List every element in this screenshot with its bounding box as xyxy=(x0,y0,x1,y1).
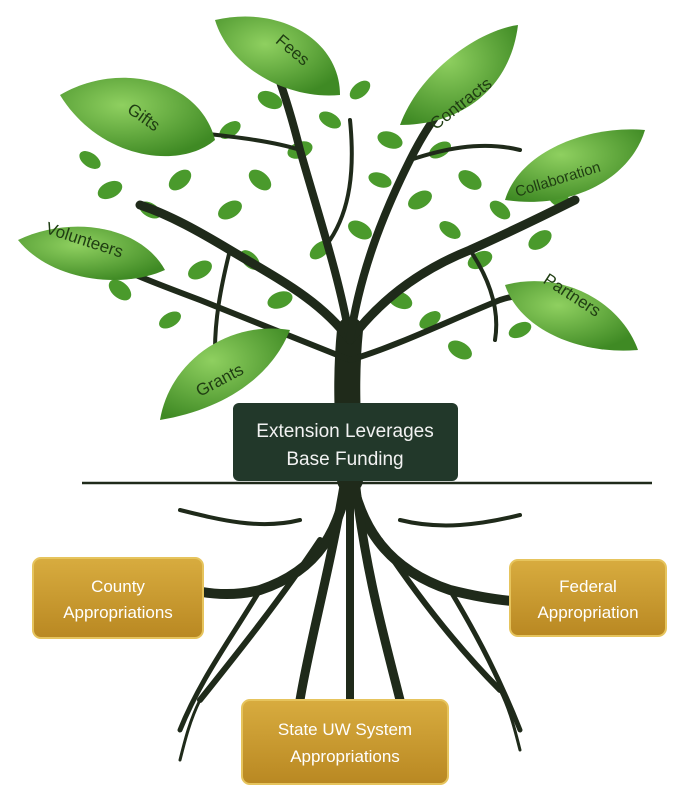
state-box-line1: State UW System xyxy=(278,720,412,739)
federal-box-line2: Appropriation xyxy=(537,603,638,622)
leaf-gifts: Gifts xyxy=(60,78,215,156)
leaf-volunteers: Volunteers xyxy=(18,219,165,280)
center-box-line2: Base Funding xyxy=(286,449,403,470)
state-box-line2: Appropriations xyxy=(290,747,400,766)
leaf-partners: Partners xyxy=(505,270,638,351)
county-box: County Appropriations xyxy=(33,558,203,638)
federal-box-line1: Federal xyxy=(559,577,617,596)
county-box-line2: Appropriations xyxy=(63,603,173,622)
center-box-line1: Extension Leverages xyxy=(256,421,433,442)
county-box-line1: County xyxy=(91,577,145,596)
leaf-contracts: Contracts xyxy=(400,25,518,134)
leaf-fees: Fees xyxy=(215,17,340,96)
center-box: Extension Leverages Base Funding xyxy=(233,403,458,481)
state-box: State UW System Appropriations xyxy=(242,700,448,784)
leaf-collaboration: Collaboration xyxy=(505,129,645,202)
federal-box: Federal Appropriation xyxy=(510,560,666,636)
